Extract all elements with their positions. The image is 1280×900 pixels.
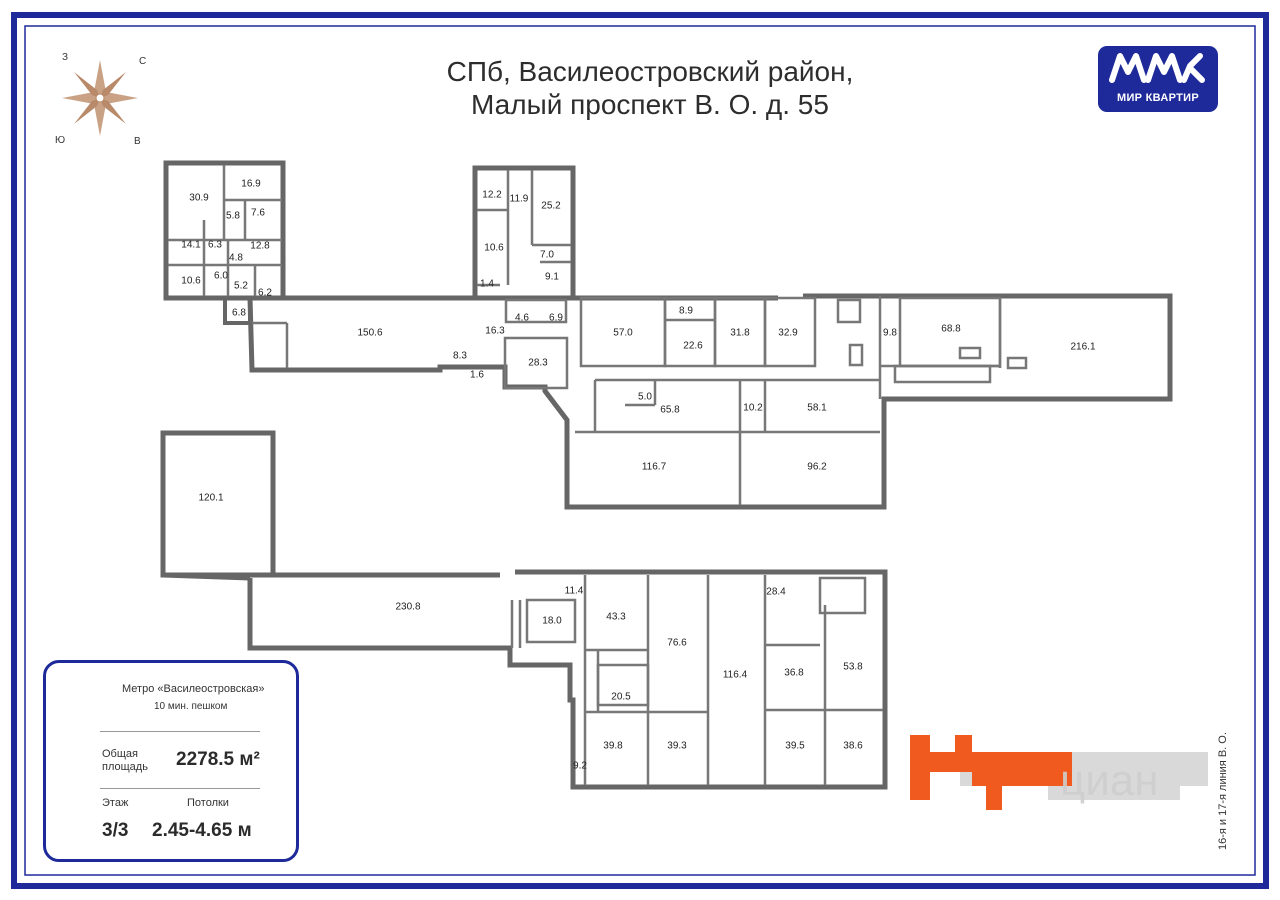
floor-plan-lower [160, 430, 888, 790]
compass-rose-icon [62, 60, 138, 136]
room-area: 6.8 [232, 307, 246, 319]
divider [100, 731, 260, 732]
floor-plan-upper-inner [168, 165, 1028, 505]
room-area: 6.3 [208, 239, 222, 251]
compass-west-label: З [62, 52, 69, 63]
room-area: 11.9 [509, 193, 529, 205]
room-area: 38.6 [843, 740, 863, 752]
room-area: 16.9 [241, 178, 261, 190]
room-area: 9.8 [883, 327, 897, 339]
room-area: 53.8 [843, 661, 863, 673]
room-area: 150.6 [357, 327, 383, 339]
room-area: 12.8 [250, 240, 270, 252]
floor-label: Этаж [102, 797, 129, 809]
watermark-text: циан [1060, 756, 1159, 805]
room-area: 25.2 [541, 200, 561, 212]
room-area: 18.0 [542, 615, 562, 627]
room-area: 16.3 [485, 325, 505, 337]
ceiling-label: Потолки [187, 797, 229, 809]
room-area: 76.6 [667, 637, 687, 649]
room-area: 12.2 [482, 189, 502, 201]
brand-name: МИР КВАРТИР [1117, 92, 1199, 104]
room-area: 68.8 [941, 323, 961, 335]
title-line-1: СПб, Василеостровский район, [446, 56, 854, 87]
street-label: 16-я и 17-я линия В. О. [1217, 732, 1229, 850]
walk-time: 10 мин. пешком [154, 701, 228, 712]
room-area: 39.3 [667, 740, 687, 752]
room-area: 8.3 [453, 350, 467, 362]
compass-east-label: В [134, 136, 141, 147]
room-area: 36.8 [784, 667, 804, 679]
ceiling-value: 2.45-4.65 м [152, 820, 252, 841]
total-area-label-1: Общая [102, 748, 138, 760]
compass-north-label: С [139, 56, 147, 67]
room-area: 20.5 [611, 691, 631, 703]
room-area: 1.4 [480, 278, 494, 290]
room-area: 10.6 [181, 275, 201, 287]
room-area: 9.1 [545, 271, 559, 283]
brand-logo: МИР КВАРТИР [1098, 46, 1218, 112]
room-area: 4.8 [229, 252, 243, 264]
room-area: 5.0 [638, 391, 652, 403]
page-title: СПб, Василеостровский район, Малый просп… [300, 55, 1000, 121]
room-area: 11.4 [564, 585, 584, 597]
room-area: 32.9 [778, 327, 798, 339]
total-area-value: 2278.5 м² [176, 749, 260, 770]
total-area-label-2: площадь [102, 761, 148, 773]
room-area: 6.2 [258, 287, 272, 299]
room-area: 8.9 [679, 305, 693, 317]
room-area: 116.7 [641, 461, 667, 473]
room-area: 7.0 [540, 249, 554, 261]
room-area: 6.0 [214, 270, 228, 282]
room-area: 28.3 [528, 357, 548, 369]
room-area: 43.3 [606, 611, 626, 623]
compass-south-label: Ю [55, 135, 66, 146]
location-map-thumbnail: циан [910, 735, 1208, 810]
property-info-card: Метро «Василеостровская» 10 мин. пешком … [43, 660, 299, 862]
room-area: 5.2 [234, 280, 248, 292]
room-area: 30.9 [189, 192, 209, 204]
room-area: 216.1 [1070, 341, 1096, 353]
room-area: 1.6 [470, 369, 484, 381]
brand-mark-icon [1109, 53, 1205, 83]
floor-plan-upper [163, 160, 1173, 510]
floor-plan-lower-inner [510, 575, 883, 785]
floor-value: 3/3 [102, 820, 129, 841]
title-line-2: Малый проспект В. О. д. 55 [471, 89, 829, 120]
room-area: 230.8 [395, 601, 421, 613]
room-area: 120.1 [198, 492, 224, 504]
room-area: 22.6 [683, 340, 703, 352]
metro-station: Метро «Василеостровская» [122, 683, 265, 695]
room-area: 4.6 [515, 312, 529, 324]
room-area: 7.6 [251, 207, 265, 219]
room-area: 28.4 [766, 586, 786, 598]
room-area: 14.1 [181, 239, 201, 251]
room-area: 31.8 [730, 327, 750, 339]
room-area: 10.2 [743, 402, 763, 414]
room-area: 39.8 [603, 740, 623, 752]
room-area: 58.1 [807, 402, 827, 414]
room-area: 10.6 [484, 242, 504, 254]
room-area: 39.5 [785, 740, 805, 752]
room-area: 65.8 [660, 404, 680, 416]
room-area: 57.0 [613, 327, 633, 339]
room-area: 96.2 [807, 461, 827, 473]
divider [100, 788, 260, 789]
room-area: 116.4 [722, 669, 748, 681]
room-area: 5.8 [226, 210, 240, 222]
room-area: 9.2 [573, 760, 587, 772]
room-area: 6.9 [549, 312, 563, 324]
